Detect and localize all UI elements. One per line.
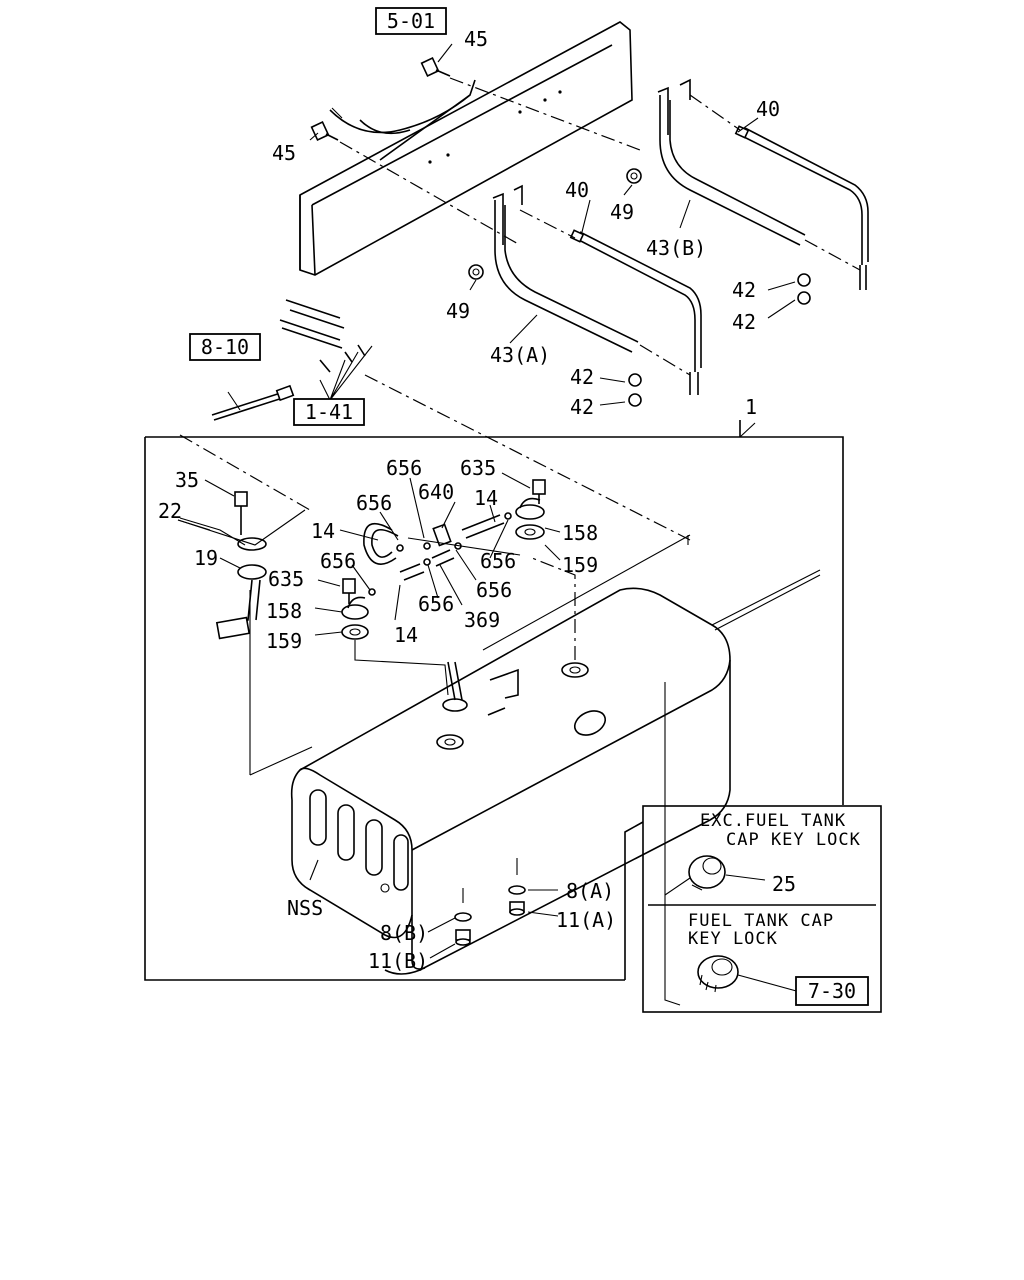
label-11a: 11(A) xyxy=(556,908,616,932)
label-nss: NSS xyxy=(287,896,323,920)
label-42-r2: 42 xyxy=(732,310,756,334)
nut-42-a xyxy=(628,373,642,407)
label-43a: 43(A) xyxy=(490,343,550,367)
cap-options-inset xyxy=(624,805,882,1013)
drain-8a-11a xyxy=(508,858,526,916)
label-14-right: 14 xyxy=(474,486,498,510)
label-656-e: 656 xyxy=(476,578,512,602)
label-40-left: 40 xyxy=(565,178,589,202)
nut-49-a xyxy=(468,264,484,280)
label-14-bottom: 14 xyxy=(394,623,418,647)
label-42-r1: 42 xyxy=(732,278,756,302)
label-35: 35 xyxy=(175,468,199,492)
label-22: 22 xyxy=(158,499,182,523)
bolt-45-upper xyxy=(420,57,451,77)
svg-text:5-01: 5-01 xyxy=(387,9,435,33)
inset-notes: EXC.FUEL TANK CAP KEY LOCK FUEL TANK CAP… xyxy=(688,811,861,949)
label-635-right: 635 xyxy=(460,456,496,480)
label-1: 1 xyxy=(745,395,757,419)
cap-25-icon xyxy=(688,855,726,891)
nut-42-b xyxy=(797,273,811,305)
label-42-l1: 42 xyxy=(570,365,594,389)
label-43b: 43(B) xyxy=(646,236,706,260)
svg-text:1-41: 1-41 xyxy=(305,400,353,424)
label-45-lower: 45 xyxy=(272,141,296,165)
svg-text:7-30: 7-30 xyxy=(808,979,856,1003)
label-49-right: 49 xyxy=(610,200,634,224)
label-656-f: 656 xyxy=(418,592,454,616)
note-exc-line2: CAP KEY LOCK xyxy=(726,830,861,850)
label-656-b: 656 xyxy=(356,491,392,515)
label-656-a: 656 xyxy=(386,456,422,480)
svg-text:8-10: 8-10 xyxy=(201,335,249,359)
note-exc-line1: EXC.FUEL TANK xyxy=(700,811,846,831)
label-635-left: 635 xyxy=(268,567,304,591)
drain-8b-11b xyxy=(454,888,472,946)
ref-box-7-30: 7-30 xyxy=(795,976,869,1006)
ref-box-5-01: 5-01 xyxy=(375,7,447,35)
label-19: 19 xyxy=(194,546,218,570)
label-42-l2: 42 xyxy=(570,395,594,419)
label-8a: 8(A) xyxy=(566,879,614,903)
strap-40b xyxy=(734,125,869,290)
ref-box-1-41: 1-41 xyxy=(293,398,365,426)
bracket-43a xyxy=(492,184,639,353)
fuel-sender-unit xyxy=(177,491,306,640)
label-8b: 8(B) xyxy=(380,921,428,945)
grommet-158-right xyxy=(515,497,545,520)
label-158-right: 158 xyxy=(562,521,598,545)
bolt-45-lower xyxy=(310,121,339,141)
bolt-635-right xyxy=(532,479,546,504)
label-159-right: 159 xyxy=(562,553,598,577)
tank-ports xyxy=(436,661,607,750)
leader-lines xyxy=(179,43,796,959)
grommet-158-left xyxy=(341,596,369,620)
label-11b: 11(B) xyxy=(368,949,428,973)
label-25: 25 xyxy=(772,872,796,896)
part-labels: 45 45 40 40 49 49 43(B) 43(A) 42 42 42 4… xyxy=(158,27,796,973)
grommet-159-right xyxy=(515,524,545,540)
note-key-line1: FUEL TANK CAP xyxy=(688,911,834,931)
label-640: 640 xyxy=(418,480,454,504)
cap-key-lock-icon xyxy=(697,955,739,993)
note-key-line2: KEY LOCK xyxy=(688,929,778,949)
bolt-635-left xyxy=(342,578,356,604)
frame-rail xyxy=(299,21,633,276)
strap-40a xyxy=(569,229,702,395)
label-14-left: 14 xyxy=(311,519,335,543)
label-369: 369 xyxy=(464,608,500,632)
label-49-left: 49 xyxy=(446,299,470,323)
bracket-43b xyxy=(657,78,806,246)
grommet-159-left xyxy=(341,624,369,640)
label-159-left: 159 xyxy=(266,629,302,653)
label-158-left: 158 xyxy=(266,599,302,623)
label-656-c: 656 xyxy=(480,549,516,573)
fuel-tank-body xyxy=(290,587,731,975)
hose-assembly xyxy=(363,512,521,596)
ref-box-8-10: 8-10 xyxy=(189,333,261,361)
label-656-d: 656 xyxy=(320,549,356,573)
label-40-right: 40 xyxy=(756,97,780,121)
nut-49-b xyxy=(626,168,642,184)
label-45-upper: 45 xyxy=(464,27,488,51)
wire-harness xyxy=(179,299,691,541)
